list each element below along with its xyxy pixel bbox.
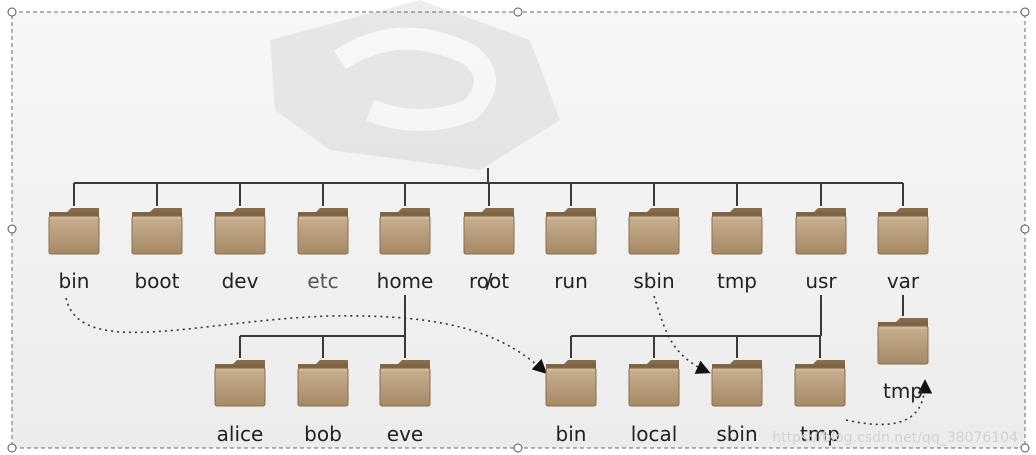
- tree-connectors: [73, 168, 904, 358]
- folder-usr-tmp: tmp: [794, 360, 846, 446]
- resize-handle[interactable]: [513, 7, 523, 17]
- folder-dev: dev: [214, 208, 266, 293]
- folder-label: tmp: [800, 422, 840, 446]
- folder-icon: [297, 360, 349, 407]
- folder-icon: [131, 208, 183, 255]
- folder-label: usr: [805, 269, 837, 293]
- folder-label: bin: [556, 422, 587, 446]
- folder-icon: [214, 360, 266, 407]
- folder-icon: [297, 208, 349, 255]
- folder-icon: [711, 360, 763, 407]
- resize-handle[interactable]: [7, 443, 17, 453]
- folder-label: sbin: [716, 422, 757, 446]
- folder-alice: alice: [214, 360, 266, 446]
- folder-usr: usr: [795, 208, 847, 293]
- folder-label: var: [887, 269, 920, 293]
- folder-icon: [877, 208, 929, 255]
- logo-watermark: [270, 0, 560, 170]
- resize-handle[interactable]: [1020, 7, 1030, 17]
- folder-root: root: [463, 208, 515, 293]
- folder-icon: [545, 360, 597, 407]
- folder-icon: [794, 360, 846, 407]
- folder-label: sbin: [633, 269, 674, 293]
- folder-run: run: [545, 208, 597, 293]
- folder-icon: [711, 208, 763, 255]
- folder-icon: [877, 318, 929, 365]
- folder-usr-bin: bin: [545, 360, 597, 446]
- folder-usr-sbin: sbin: [711, 360, 763, 446]
- symlink-arrows: [65, 295, 933, 426]
- folder-bob: bob: [297, 360, 349, 446]
- folder-icon: [463, 208, 515, 255]
- folder-usr-local: local: [628, 360, 680, 446]
- folder-icon: [795, 208, 847, 255]
- resize-handle[interactable]: [1020, 224, 1030, 234]
- folder-label: bob: [304, 422, 342, 446]
- folder-eve: eve: [379, 360, 431, 446]
- resize-handle[interactable]: [513, 443, 523, 453]
- selection-frame[interactable]: [7, 7, 1030, 453]
- watermark-text: https://blog.csdn.net/qq_38076104: [772, 430, 1018, 446]
- folder-label: local: [631, 422, 678, 446]
- symlink-usr-tmp-to-var-tmp: [845, 379, 933, 426]
- folder-label: /: [486, 269, 493, 293]
- folders: / bin boot dev etc home root run sbin tmp usr var al…: [48, 208, 929, 446]
- folder-label: tmp: [717, 269, 757, 293]
- folder-bin: bin: [48, 208, 100, 293]
- folder-label: home: [377, 269, 434, 293]
- folder-var: var: [877, 208, 929, 293]
- folder-etc: etc: [297, 208, 349, 293]
- folder-label: run: [554, 269, 588, 293]
- folder-label: tmp: [883, 379, 923, 403]
- folder-label: root: [469, 269, 509, 293]
- folder-boot: boot: [131, 208, 183, 293]
- folder-label: dev: [222, 269, 259, 293]
- resize-handle[interactable]: [7, 7, 17, 17]
- resize-handle[interactable]: [1020, 443, 1030, 453]
- resize-handle[interactable]: [7, 224, 17, 234]
- folder-icon: [48, 208, 100, 255]
- folder-icon: [545, 208, 597, 255]
- folder-icon: [379, 360, 431, 407]
- folder-sbin: sbin: [628, 208, 680, 293]
- folder-tmp: tmp: [711, 208, 763, 293]
- folder-label: eve: [387, 422, 423, 446]
- folder-var-tmp: tmp: [877, 318, 929, 403]
- folder-label: bin: [59, 269, 90, 293]
- folder-icon: [379, 208, 431, 255]
- folder-icon: [214, 208, 266, 255]
- folder-icon: [628, 208, 680, 255]
- symlink-sbin-to-usr-sbin: [653, 295, 711, 374]
- folder-icon: [628, 360, 680, 407]
- folder-home: home: [377, 208, 434, 293]
- folder-label: alice: [217, 422, 264, 446]
- symlink-bin-to-usr-bin: [65, 297, 548, 374]
- folder-label: etc: [307, 269, 338, 293]
- folder-label: boot: [134, 269, 179, 293]
